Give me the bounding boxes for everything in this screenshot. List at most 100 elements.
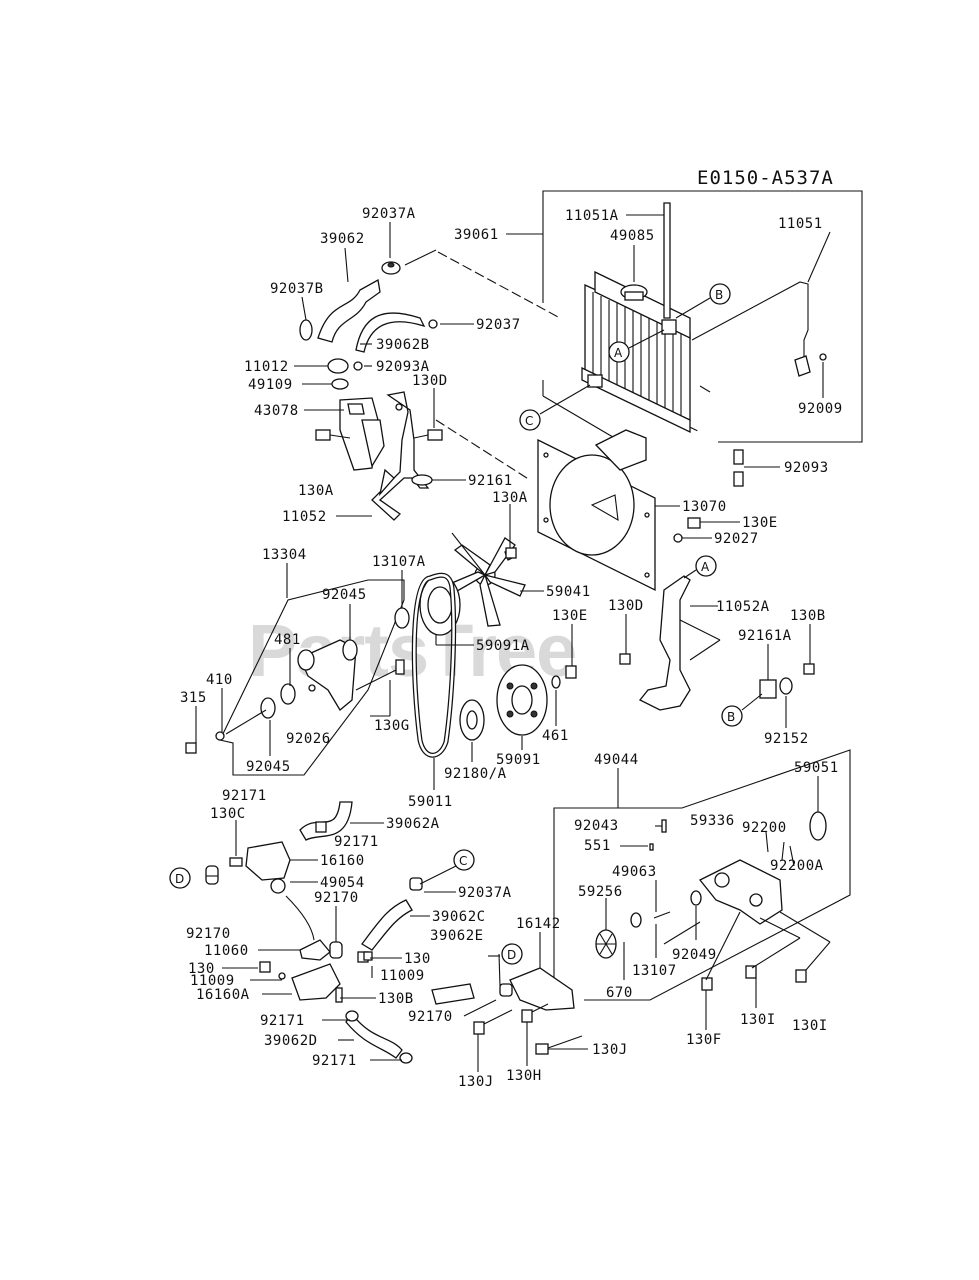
label-13070: 13070 [682,499,727,515]
label-92161a: 92161A [738,628,792,644]
label-11052a: 11052A [716,599,770,615]
label-461: 461 [542,728,569,744]
label-39062: 39062 [320,231,365,247]
spacer-92180a [459,699,485,741]
label-130g: 130G [374,718,410,734]
label-11052: 11052 [282,509,327,525]
label-11012: 11012 [244,359,289,375]
callout-d-right: D [501,943,523,965]
label-92009: 92009 [798,401,843,417]
label-130a-mid: 130A [492,490,528,506]
bolt-130e-right [687,517,701,529]
collar-92152 [779,677,793,695]
part-labels: 11051A 11051 49085 39061 92037A 39062 92… [180,206,843,1090]
label-92049: 92049 [672,947,717,963]
hose-39062e [431,983,475,1005]
label-59041: 59041 [546,584,591,600]
svg-text:C: C [525,414,533,428]
label-39062b: 39062B [376,337,430,353]
label-130h: 130H [506,1068,542,1084]
label-11060: 11060 [204,943,249,959]
radiator [581,270,691,434]
label-11009-a: 11009 [190,973,235,989]
label-130e-mid: 130E [552,608,588,624]
callout-c-clamp: C [419,849,475,885]
pump-housing-59336 [698,859,783,925]
label-92045-bot: 92045 [246,759,291,775]
svg-text:D: D [507,948,516,962]
label-92170-a: 92170 [314,890,359,906]
label-92027: 92027 [714,531,759,547]
diagram-code: E0150-A537A [697,167,834,189]
label-13107: 13107 [632,963,677,979]
callout-d-left: D [169,867,191,889]
label-92043: 92043 [574,818,619,834]
label-16160: 16160 [320,853,365,869]
svg-text:C: C [459,854,467,868]
label-11009-b: 11009 [380,968,425,984]
label-92171-b: 92171 [334,834,379,850]
label-130b-right: 130B [790,608,826,624]
label-92161: 92161 [468,473,513,489]
callout-b-cushion: B [721,693,763,727]
bracket-11052 [371,391,430,521]
bolt-130f [701,977,713,991]
drain-hose-11051 [691,281,827,377]
label-39061: 39061 [454,227,499,243]
label-130i-b: 130I [792,1018,828,1034]
label-130a-left: 130A [298,483,334,499]
label-92171-c: 92171 [260,1013,305,1029]
fan-belt [411,572,457,758]
hose-39062b [355,312,426,353]
crank-pulley-59091 [496,664,548,736]
bolt-130a-left [315,429,351,441]
label-49063: 49063 [612,864,657,880]
upper-hose-39062 [317,278,381,343]
thermostat-case-16160 [245,841,291,881]
label-92045-top: 92045 [322,587,367,603]
bolt-130d-mid [619,653,631,665]
label-130c: 130C [210,806,246,822]
label-39062c: 39062C [432,909,486,925]
label-130-b: 130 [404,951,431,967]
seal-49063 [630,912,642,928]
gasket-92049 [690,890,702,906]
pump-leaders [663,841,831,981]
label-43078: 43078 [254,403,299,419]
label-92200a: 92200A [770,858,824,874]
bracket-11052a [638,575,721,711]
callout-circles: A B C A B C D [169,283,763,965]
label-92026: 92026 [286,731,331,747]
label-315: 315 [180,690,207,706]
fan-shroud [537,429,656,592]
sensor-49054 [270,878,286,894]
label-92170-b: 92170 [186,926,231,942]
label-130d-top: 130D [412,373,448,389]
label-59091: 59091 [496,752,541,768]
label-49085: 49085 [610,228,655,244]
hose-39062d [345,1012,403,1059]
label-13304: 13304 [262,547,307,563]
impeller-59256 [595,929,617,959]
clamp-92037b [299,319,313,341]
label-39062e: 39062E [430,928,484,944]
pump-group-frame [553,749,851,1001]
ring-551 [649,843,654,851]
small-parts-lower [205,821,583,1064]
gasket-49109 [331,378,349,390]
label-92037a-bot: 92037A [458,885,512,901]
label-39062d: 39062D [264,1033,318,1049]
label-551: 551 [584,838,611,854]
label-481: 481 [274,632,301,648]
label-49054: 49054 [320,875,365,891]
label-59051: 59051 [794,760,839,776]
clamp-92037a [381,261,401,275]
label-130b-bot: 130B [378,991,414,1007]
label-130i-a: 130I [740,1012,776,1028]
bolt-130d-top [413,429,443,441]
label-92152: 92152 [764,731,809,747]
label-16160a: 16160A [196,987,250,1003]
label-59011: 59011 [408,794,453,810]
label-92037: 92037 [476,317,521,333]
